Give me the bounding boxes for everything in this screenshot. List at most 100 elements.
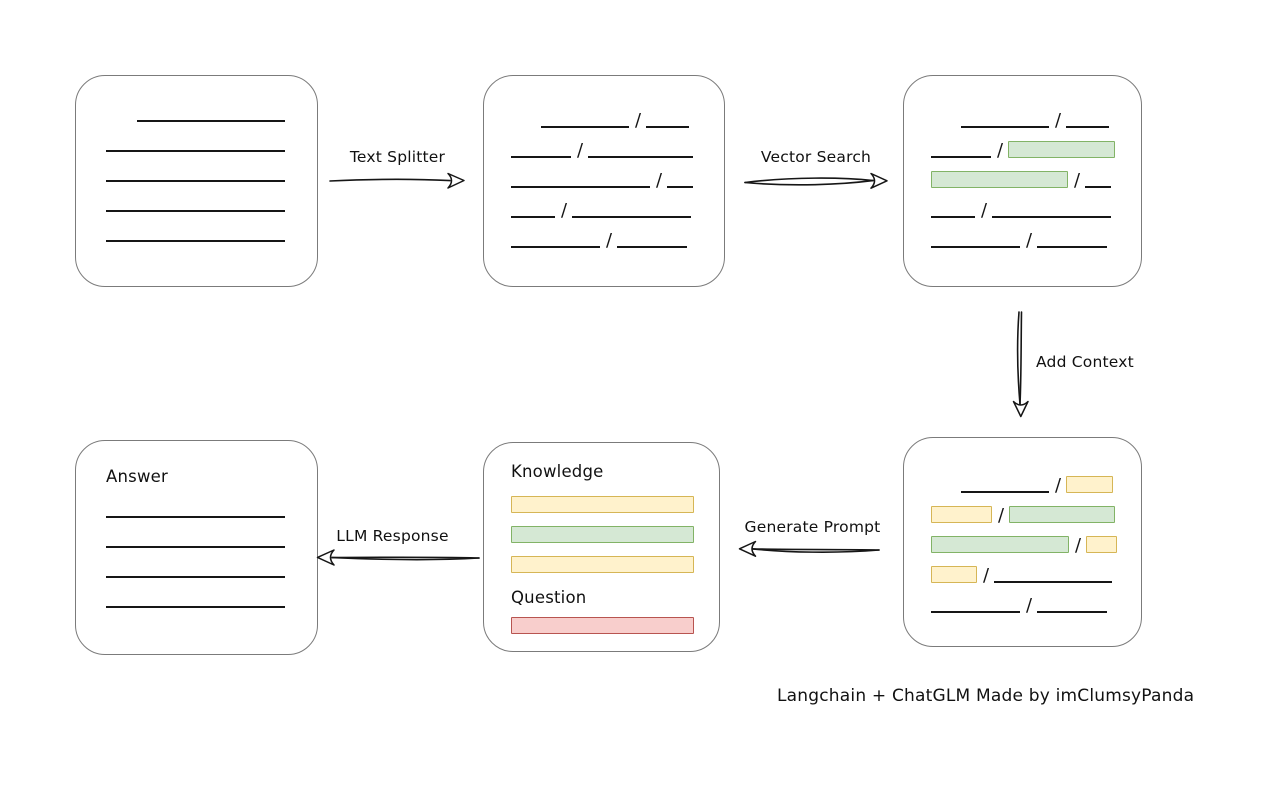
answer-text-row (106, 488, 317, 518)
chunk-slash-separator: / (1075, 535, 1082, 556)
generate-prompt-label: Generate Prompt (744, 518, 881, 536)
text-line (667, 186, 694, 188)
text-line (931, 216, 975, 218)
prompt-red-bar (511, 617, 694, 634)
split-chunks-text-row: / (511, 158, 724, 191)
chunk-slash-separator: / (1026, 230, 1033, 251)
text-line (588, 156, 694, 158)
split-chunks-text-row: / (511, 128, 724, 161)
text-line (1066, 126, 1110, 128)
text-line (106, 210, 285, 212)
chunk-slash-separator: / (998, 505, 1005, 526)
split-chunks-text-row: / (511, 218, 724, 250)
context-chunks-text-row: / (931, 523, 1141, 556)
text-line (992, 216, 1112, 218)
context-chunks-text-row: / (931, 553, 1141, 586)
text-line (931, 246, 1020, 248)
text-line (511, 156, 571, 158)
diagram-caption: Langchain + ChatGLM Made by imClumsyPand… (777, 686, 1195, 706)
text-line (106, 516, 285, 518)
text-line (541, 126, 629, 128)
text-line (106, 606, 285, 608)
context-chunks-text-row: / (931, 583, 1141, 616)
answer-text-row (106, 548, 317, 578)
green-highlight-chunk (1008, 141, 1116, 158)
matched-chunks-text-row: / (931, 218, 1141, 251)
yellow-highlight-chunk (931, 506, 992, 523)
text-line (106, 546, 285, 548)
chunk-slash-separator: / (635, 110, 642, 131)
context-chunks-text-row: / (931, 493, 1141, 526)
green-highlight-chunk (1009, 506, 1116, 523)
vector-search-label: Vector Search (760, 148, 872, 166)
text-line (106, 180, 285, 182)
matched-chunks-text-row: / (931, 158, 1141, 191)
text-line (931, 611, 1020, 613)
text-line (137, 120, 285, 122)
prompt-title-question: Question (511, 588, 587, 607)
text-line (511, 216, 555, 218)
green-highlight-chunk (931, 536, 1069, 553)
chunk-slash-separator: / (981, 200, 988, 221)
matched-chunks-text-row: / (931, 128, 1141, 161)
source-document-text-row (106, 122, 317, 152)
source-document-text-row (137, 92, 317, 122)
llm-response-arrow (316, 549, 480, 566)
split-chunks-text-row: / (511, 188, 724, 221)
matched-chunks-text-row: / (961, 98, 1141, 131)
context-chunks-text-row: / (961, 463, 1141, 496)
vector-search-arrow (744, 172, 888, 189)
prompt-title-knowledge: Knowledge (511, 462, 604, 481)
prompt-yellow-bar (511, 496, 694, 513)
source-document-text-row (106, 182, 317, 212)
matched-chunks-text-row: / (931, 188, 1141, 221)
generate-prompt-arrow (738, 540, 880, 557)
chunk-slash-separator: / (577, 140, 584, 161)
chunk-slash-separator: / (997, 140, 1004, 161)
answer-text-row (106, 518, 317, 548)
answer-text-row (106, 578, 317, 608)
text-line (1085, 186, 1112, 188)
chunk-slash-separator: / (1055, 475, 1062, 496)
llm-response-label: LLM Response (336, 527, 449, 545)
text-line (511, 186, 650, 188)
answer-title-answer: Answer (106, 467, 168, 486)
source-document-box (75, 75, 318, 287)
prompt-yellow-bar (511, 556, 694, 573)
text-line (617, 246, 688, 248)
prompt-green-bar (511, 526, 694, 543)
chunk-slash-separator: / (983, 565, 990, 586)
source-document-text-row (106, 152, 317, 182)
source-document-text-row (106, 212, 317, 242)
text-line (1037, 611, 1108, 613)
chunk-slash-separator: / (1055, 110, 1062, 131)
text-line (646, 126, 690, 128)
chunk-slash-separator: / (656, 170, 663, 191)
text-line (961, 491, 1049, 493)
text-line (1037, 246, 1108, 248)
text-splitter-arrow (329, 172, 465, 189)
chunk-slash-separator: / (561, 200, 568, 221)
text-line (106, 576, 285, 578)
chunk-slash-separator: / (1026, 595, 1033, 616)
text-line (994, 581, 1113, 583)
matched-chunks-box: / / / / / (903, 75, 1142, 287)
text-line (106, 240, 285, 242)
yellow-highlight-chunk (1086, 536, 1118, 553)
text-line (961, 126, 1049, 128)
yellow-highlight-chunk (931, 566, 977, 583)
yellow-highlight-chunk (1066, 476, 1114, 493)
text-line (572, 216, 692, 218)
text-line (931, 156, 991, 158)
text-line (106, 150, 285, 152)
chunk-slash-separator: / (1074, 170, 1081, 191)
text-line (511, 246, 600, 248)
context-chunks-box: / / / / / (903, 437, 1142, 647)
add-context-arrow (1012, 311, 1029, 418)
answer-box: Answer (75, 440, 318, 655)
split-chunks-text-row: / (541, 98, 724, 131)
add-context-label: Add Context (1036, 353, 1134, 371)
split-chunks-box: ///// (483, 75, 725, 287)
